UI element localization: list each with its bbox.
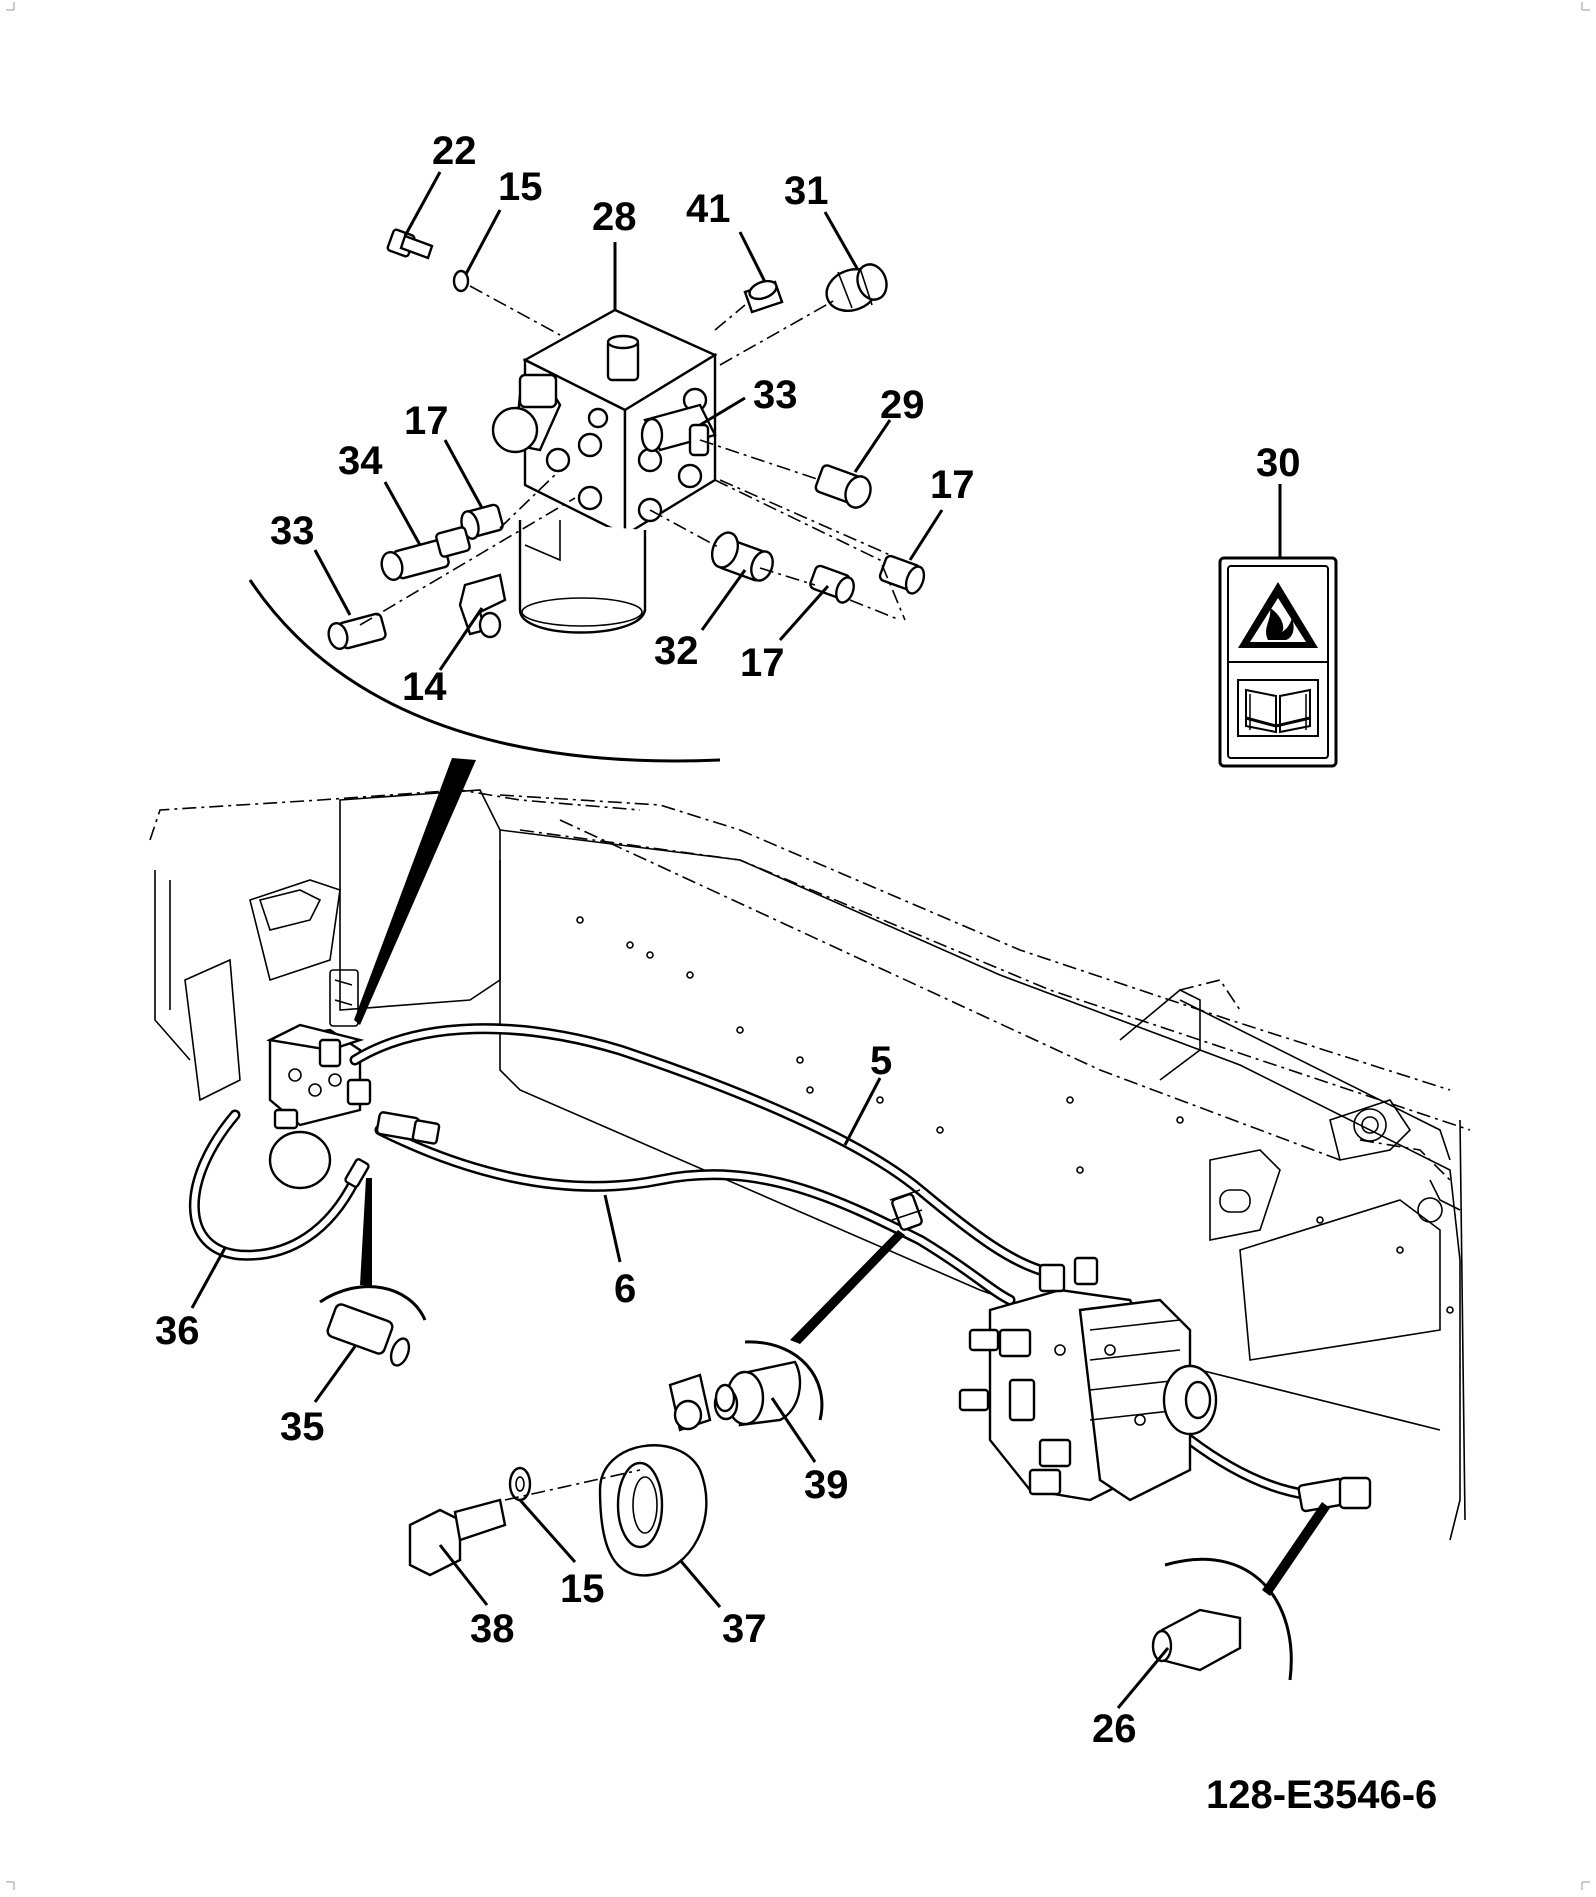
callout-31: 31 [784,169,829,213]
plug-33-left [327,612,387,650]
callout-41: 41 [686,187,731,231]
plug-41 [743,279,784,314]
fitting-17-right [878,554,926,595]
corner-marks [6,2,1590,1890]
chassis-frame [149,789,1471,1541]
hose-5 [349,1023,1046,1276]
callout-34: 34 [338,439,383,483]
bolt-22 [386,228,434,260]
callout-39: 39 [804,1463,849,1507]
callout-14: 14 [402,665,447,709]
hose-fittings [344,1111,441,1188]
elbow-14 [458,573,507,639]
hose-36 [188,1109,361,1261]
callout-28: 28 [592,195,637,239]
callout-36: 36 [155,1309,200,1353]
assembly-lines [359,285,906,626]
leader-lines [190,171,1282,1709]
callout-32: 32 [654,629,699,673]
callout-35: 35 [280,1405,325,1449]
fitting-32 [710,531,774,582]
washer-15-top [452,269,470,293]
detail-37-39 [713,1230,905,1427]
figure-id: 128-E3546-6 [1206,1773,1437,1817]
detail-pointer [354,758,476,1025]
pump-assembly [958,1256,1218,1502]
plug-31 [825,263,888,312]
hose-pump-return [1184,1434,1372,1513]
callout-17-right: 17 [930,463,975,507]
callout-33-left: 33 [270,509,315,553]
callout-26: 26 [1092,1707,1137,1751]
callout-17-upper-left: 17 [404,399,449,443]
clamp-37 [598,1373,712,1577]
callout-29: 29 [880,383,925,427]
fitting-17-lower [809,564,855,604]
callout-37: 37 [722,1607,767,1651]
read-manual-icon [1237,679,1319,737]
washer-39 [714,1383,736,1413]
valve-34 [380,526,471,581]
manifold-block [491,308,718,634]
fitting-29 [814,464,872,509]
manifold-installed [266,1023,372,1190]
callout-30: 30 [1256,441,1301,485]
callout-33-upper: 33 [753,373,798,417]
callout-6: 6 [614,1267,636,1311]
hose-clamp-installed [889,1189,923,1231]
frame-holes [576,916,1454,1314]
fire-warning-icon [1238,582,1318,648]
callout-5: 5 [870,1039,892,1083]
bolt-38 [408,1469,641,1577]
decal-30 [1218,556,1338,768]
washer-15-lower [508,1466,532,1502]
callout-17-lower: 17 [740,641,785,685]
callout-38: 38 [470,1607,515,1651]
callout-15-lower: 15 [560,1567,605,1611]
callout-15-top: 15 [498,165,543,209]
detail-circle-arc [248,579,721,763]
detail-26 [1151,1502,1330,1681]
callout-labels: 22 15 28 41 31 33 17 34 29 17 33 32 17 1… [155,129,1437,1817]
detail-35 [319,1178,427,1367]
hose-6 [374,1124,1016,1306]
callout-22: 22 [432,129,477,173]
